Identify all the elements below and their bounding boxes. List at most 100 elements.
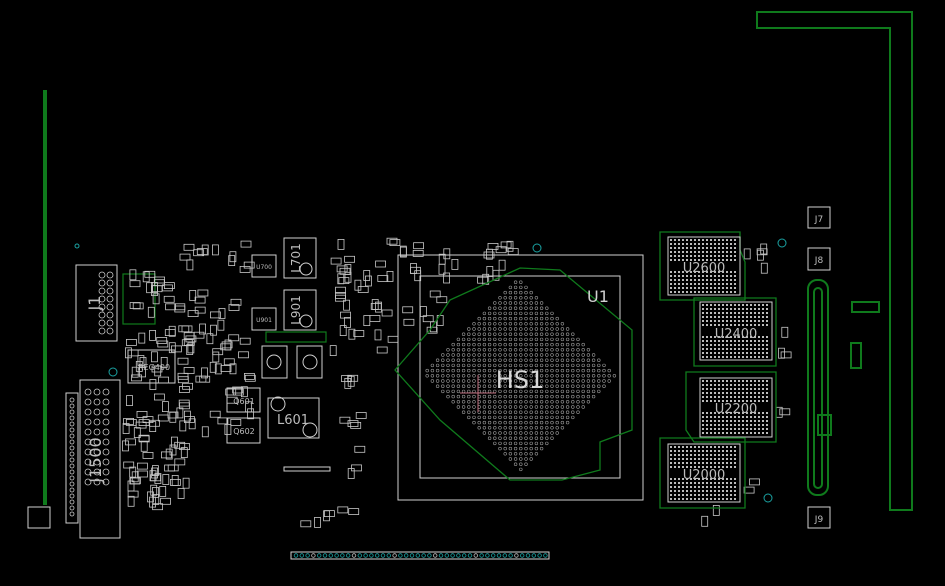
passive-component[interactable] — [240, 240, 252, 248]
passive-component[interactable] — [377, 275, 389, 282]
passive-component[interactable] — [364, 275, 372, 287]
passive-component[interactable] — [492, 269, 500, 281]
passive-component[interactable] — [206, 333, 214, 345]
passive-component[interactable] — [323, 510, 335, 518]
passive-component[interactable] — [403, 318, 415, 326]
passive-component[interactable] — [182, 477, 190, 489]
passive-component[interactable] — [223, 358, 235, 366]
memory-U2400[interactable]: U2400 — [693, 297, 777, 367]
passive-component[interactable] — [169, 411, 177, 423]
passive-component[interactable] — [363, 315, 371, 327]
passive-component[interactable] — [125, 438, 136, 446]
passive-component[interactable] — [337, 238, 345, 250]
passive-component[interactable] — [183, 243, 195, 251]
passive-component[interactable] — [183, 338, 195, 346]
passive-component[interactable] — [149, 329, 157, 341]
passive-component[interactable] — [125, 418, 137, 426]
passive-component[interactable] — [245, 401, 253, 413]
passive-component[interactable] — [354, 445, 366, 453]
passive-component[interactable] — [158, 376, 170, 384]
heatsink-HS1[interactable]: HS1 U1 — [394, 254, 644, 501]
passive-component[interactable] — [779, 408, 791, 416]
passive-component[interactable] — [229, 251, 237, 263]
passive-component[interactable] — [180, 447, 188, 459]
inductor-L601[interactable]: L601 — [267, 396, 320, 439]
passive-component[interactable] — [125, 347, 132, 359]
passive-component[interactable] — [760, 262, 768, 274]
passive-component[interactable] — [150, 281, 158, 293]
passive-component[interactable] — [341, 375, 352, 383]
connector-J1500[interactable]: J1500 — [65, 379, 121, 539]
passive-component[interactable] — [196, 248, 208, 256]
passive-component[interactable] — [150, 351, 158, 363]
passive-component[interactable] — [230, 298, 242, 306]
passive-component[interactable] — [399, 246, 407, 258]
passive-component[interactable] — [300, 520, 312, 528]
passive-component[interactable] — [129, 477, 141, 485]
passive-component[interactable] — [157, 414, 169, 422]
passive-component[interactable] — [146, 282, 154, 294]
passive-component[interactable] — [151, 365, 163, 373]
memory-U2200[interactable]: U2200 — [685, 371, 777, 443]
passive-component[interactable] — [144, 270, 156, 278]
passive-component[interactable] — [381, 309, 393, 317]
passive-component[interactable] — [232, 386, 244, 394]
passive-component[interactable] — [314, 517, 321, 528]
passive-component[interactable] — [164, 329, 176, 337]
passive-component[interactable] — [780, 351, 792, 359]
transistor-Q602[interactable]: Q602 — [226, 417, 261, 444]
passive-component[interactable] — [218, 308, 226, 319]
transistor[interactable] — [261, 345, 288, 379]
passive-component[interactable] — [337, 506, 349, 514]
passive-component[interactable] — [201, 367, 208, 379]
passive-component[interactable] — [179, 420, 187, 432]
passive-component[interactable] — [174, 303, 186, 311]
passive-component[interactable] — [138, 332, 146, 344]
passive-component[interactable] — [131, 374, 142, 382]
connector-J9[interactable]: J9 — [807, 506, 831, 529]
passive-component[interactable] — [436, 296, 448, 304]
passive-component[interactable] — [170, 345, 182, 353]
passive-component[interactable] — [170, 436, 178, 448]
left-header[interactable] — [27, 506, 51, 529]
passive-component[interactable] — [343, 299, 351, 311]
passive-component[interactable] — [142, 271, 150, 283]
passive-component[interactable] — [701, 515, 709, 527]
passive-component[interactable] — [243, 261, 255, 269]
passive-component[interactable] — [374, 329, 382, 341]
passive-component[interactable] — [122, 440, 129, 452]
passive-component[interactable] — [339, 325, 347, 337]
passive-component[interactable] — [157, 340, 169, 348]
passive-component[interactable] — [211, 244, 219, 256]
ic-U700[interactable]: U700 — [251, 254, 277, 278]
passive-component[interactable] — [139, 357, 147, 368]
passive-component[interactable] — [140, 440, 148, 452]
regulator-REG400[interactable]: REG400 — [127, 349, 176, 384]
passive-component[interactable] — [335, 291, 347, 299]
passive-component[interactable] — [150, 474, 161, 482]
passive-component[interactable] — [347, 468, 355, 479]
passive-component[interactable] — [438, 253, 446, 265]
passive-component[interactable] — [239, 265, 251, 273]
passive-component[interactable] — [149, 419, 160, 427]
passive-component[interactable] — [330, 257, 342, 265]
passive-component[interactable] — [177, 372, 189, 380]
passive-component[interactable] — [149, 496, 157, 508]
passive-component[interactable] — [199, 323, 207, 335]
passive-component[interactable] — [410, 266, 421, 274]
passive-component[interactable] — [193, 331, 205, 339]
passive-component[interactable] — [335, 286, 346, 294]
passive-component[interactable] — [183, 367, 195, 374]
passive-component[interactable] — [195, 375, 207, 383]
passive-component[interactable] — [247, 408, 255, 420]
passive-component[interactable] — [240, 386, 248, 398]
passive-component[interactable] — [226, 396, 238, 404]
passive-component[interactable] — [743, 486, 755, 494]
passive-component[interactable] — [127, 490, 139, 498]
passive-component[interactable] — [178, 325, 190, 333]
passive-component[interactable] — [355, 412, 367, 419]
memory-U2000[interactable]: U2000 — [659, 437, 746, 509]
passive-component[interactable] — [386, 270, 394, 282]
passive-component[interactable] — [477, 276, 489, 284]
